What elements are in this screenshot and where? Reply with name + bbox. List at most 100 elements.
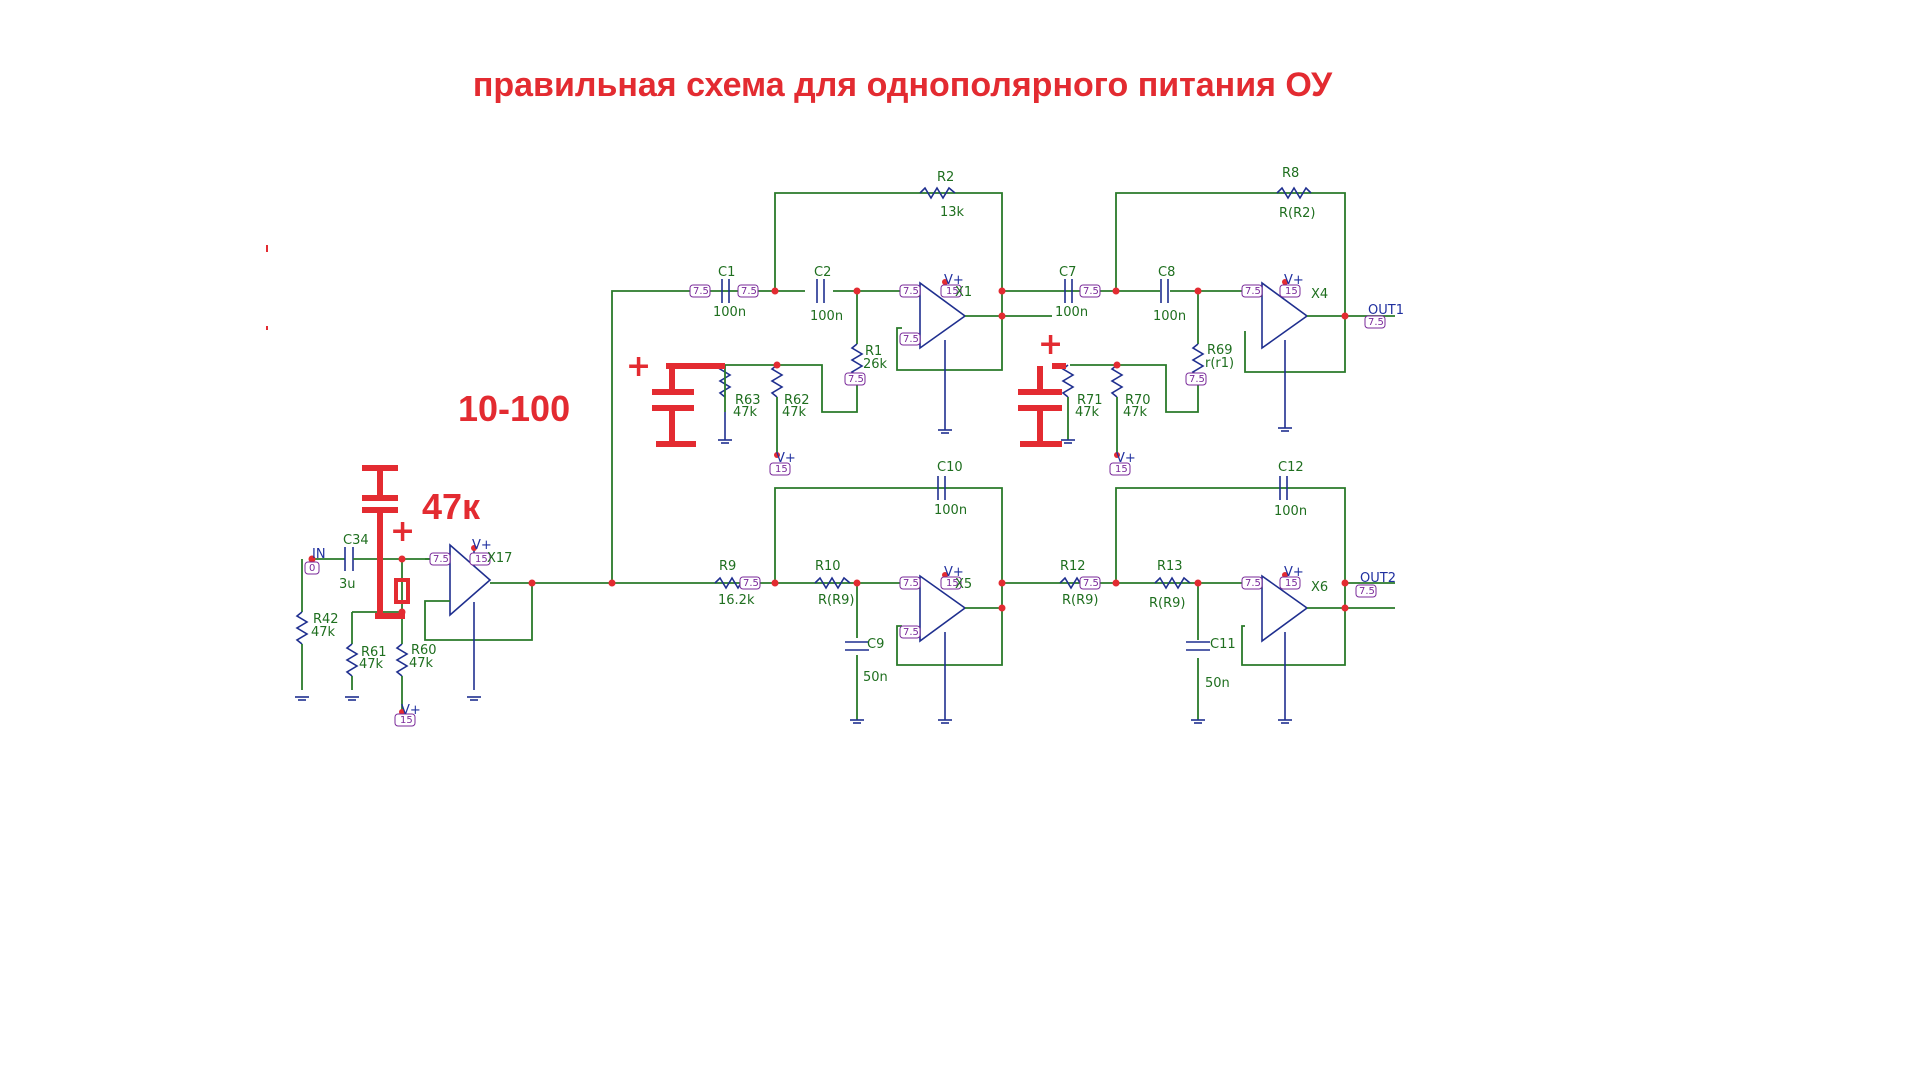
r69-ref: R69 bbox=[1207, 343, 1233, 358]
c34-ref: C34 bbox=[343, 533, 369, 548]
node-tag: 7.5 bbox=[899, 284, 921, 298]
c7-ref: C7 bbox=[1059, 265, 1076, 280]
node-tag: 7.5 bbox=[899, 576, 921, 590]
c34-val: 3u bbox=[339, 577, 356, 592]
c11-val: 50n bbox=[1205, 676, 1230, 691]
node-tag: 7.5 bbox=[1185, 372, 1207, 386]
r9-val: 16.2k bbox=[718, 593, 755, 608]
c1-val: 100n bbox=[713, 305, 746, 320]
c2-val: 100n bbox=[810, 309, 843, 324]
r60-val: 47k bbox=[409, 656, 434, 671]
svg-text:7.5: 7.5 bbox=[1359, 586, 1375, 597]
net-label-out2: OUT2 bbox=[1360, 571, 1396, 586]
ground-symbols bbox=[295, 427, 1292, 724]
node-tag: 7.5 bbox=[689, 284, 711, 298]
node-tag: 7.5 bbox=[1241, 284, 1263, 298]
node-tag: 15 bbox=[940, 284, 962, 298]
page-title: правильная схема для однополярного питан… bbox=[472, 66, 1333, 104]
plus-marker: + bbox=[626, 349, 651, 384]
r10-val: R(R9) bbox=[818, 593, 854, 608]
plus-marker: + bbox=[1038, 327, 1063, 362]
svg-text:0: 0 bbox=[309, 563, 315, 574]
r2-ref: R2 bbox=[937, 170, 954, 185]
node-tag: 7.5 bbox=[844, 372, 866, 386]
opamp-x1-label: X1 bbox=[955, 285, 972, 300]
node-tag: 15 bbox=[940, 576, 962, 590]
svg-text:15: 15 bbox=[400, 715, 413, 726]
red-markup bbox=[266, 245, 1066, 619]
svg-text:7.5: 7.5 bbox=[1245, 286, 1261, 297]
c9-val: 50n bbox=[863, 670, 888, 685]
svg-text:7.5: 7.5 bbox=[1245, 578, 1261, 589]
input-stage bbox=[295, 543, 612, 712]
node-tag: 7.5 bbox=[1364, 315, 1386, 329]
supply-dot bbox=[942, 279, 948, 285]
node-tag: 7.5 bbox=[1355, 584, 1377, 598]
component-labels: IN OUT1 OUT2 C34 3u R42 47k R61 47k R60 … bbox=[311, 166, 1404, 691]
svg-text:15: 15 bbox=[946, 286, 959, 297]
c12-ref: C12 bbox=[1278, 460, 1304, 475]
r13-ref: R13 bbox=[1157, 559, 1183, 574]
r13-val: R(R9) bbox=[1149, 596, 1185, 611]
node-tag: 15 bbox=[1279, 284, 1301, 298]
r12-ref: R12 bbox=[1060, 559, 1086, 574]
c7-val: 100n bbox=[1055, 305, 1088, 320]
supply-dot bbox=[1114, 452, 1120, 458]
vplus-label: V+ bbox=[944, 273, 964, 288]
vplus-label: V+ bbox=[944, 565, 964, 580]
r69-val: r(r1) bbox=[1205, 356, 1234, 371]
vplus-label: V+ bbox=[1116, 451, 1136, 466]
opamp-symbols bbox=[899, 281, 1345, 720]
r61-ref: R61 bbox=[361, 645, 387, 660]
node-tag: 15 bbox=[394, 713, 416, 727]
opamp-x17-label: X17 bbox=[487, 551, 512, 566]
r61-val: 47k bbox=[359, 657, 384, 672]
node-tag: 7.5 bbox=[1241, 576, 1263, 590]
vplus-label: V+ bbox=[472, 538, 492, 553]
node-tag: 7.5 bbox=[429, 552, 451, 566]
node-tag: 7.5 bbox=[737, 284, 759, 298]
vplus-label: V+ bbox=[401, 703, 421, 718]
c8-val: 100n bbox=[1153, 309, 1186, 324]
vplus-label: V+ bbox=[1284, 565, 1304, 580]
resistor-annotation: 47к bbox=[422, 486, 481, 527]
svg-text:7.5: 7.5 bbox=[741, 286, 757, 297]
supply-dot bbox=[774, 452, 780, 458]
svg-text:7.5: 7.5 bbox=[903, 334, 919, 345]
r63-val: 47k bbox=[733, 405, 758, 420]
r8-ref: R8 bbox=[1282, 166, 1299, 181]
c12-val: 100n bbox=[1274, 504, 1307, 519]
opamp-x4-label: X4 bbox=[1311, 287, 1328, 302]
gain-range-annotation: 10-100 bbox=[458, 388, 571, 429]
r42-ref: R42 bbox=[313, 612, 339, 627]
svg-text:7.5: 7.5 bbox=[903, 578, 919, 589]
node-tag: 7.5 bbox=[1079, 576, 1101, 590]
svg-text:7.5: 7.5 bbox=[903, 627, 919, 638]
supply-markers bbox=[399, 279, 1288, 715]
svg-text:7.5: 7.5 bbox=[1368, 317, 1384, 328]
c8-ref: C8 bbox=[1158, 265, 1175, 280]
c1-ref: C1 bbox=[718, 265, 735, 280]
c11-ref: C11 bbox=[1210, 637, 1236, 652]
r2-val: 13k bbox=[940, 205, 965, 220]
r9-ref: R9 bbox=[719, 559, 736, 574]
c10-ref: C10 bbox=[937, 460, 963, 475]
node-tag: 7.5 bbox=[739, 576, 761, 590]
r8-val: R(R2) bbox=[1279, 206, 1315, 221]
r12-val: R(R9) bbox=[1062, 593, 1098, 608]
node-tags: 7.5 15 7.5 7.5 7.5 15 7.5 7.5 7.5 7.5 15… bbox=[304, 284, 1386, 727]
opamp-x6-label: X6 bbox=[1311, 580, 1328, 595]
supply-dot bbox=[1282, 279, 1288, 285]
r42-val: 47k bbox=[311, 625, 336, 640]
node-tag: 7.5 bbox=[1079, 284, 1101, 298]
svg-text:7.5: 7.5 bbox=[903, 286, 919, 297]
r70-val: 47k bbox=[1123, 405, 1148, 420]
polarity-markers: + + + bbox=[390, 327, 1063, 549]
net-label-out1: OUT1 bbox=[1368, 303, 1404, 318]
net-label-in: IN bbox=[312, 547, 326, 562]
r1-ref: R1 bbox=[865, 344, 882, 359]
r62-val: 47k bbox=[782, 405, 807, 420]
node-tag: 7.5 bbox=[899, 625, 921, 639]
svg-text:7.5: 7.5 bbox=[433, 554, 449, 565]
